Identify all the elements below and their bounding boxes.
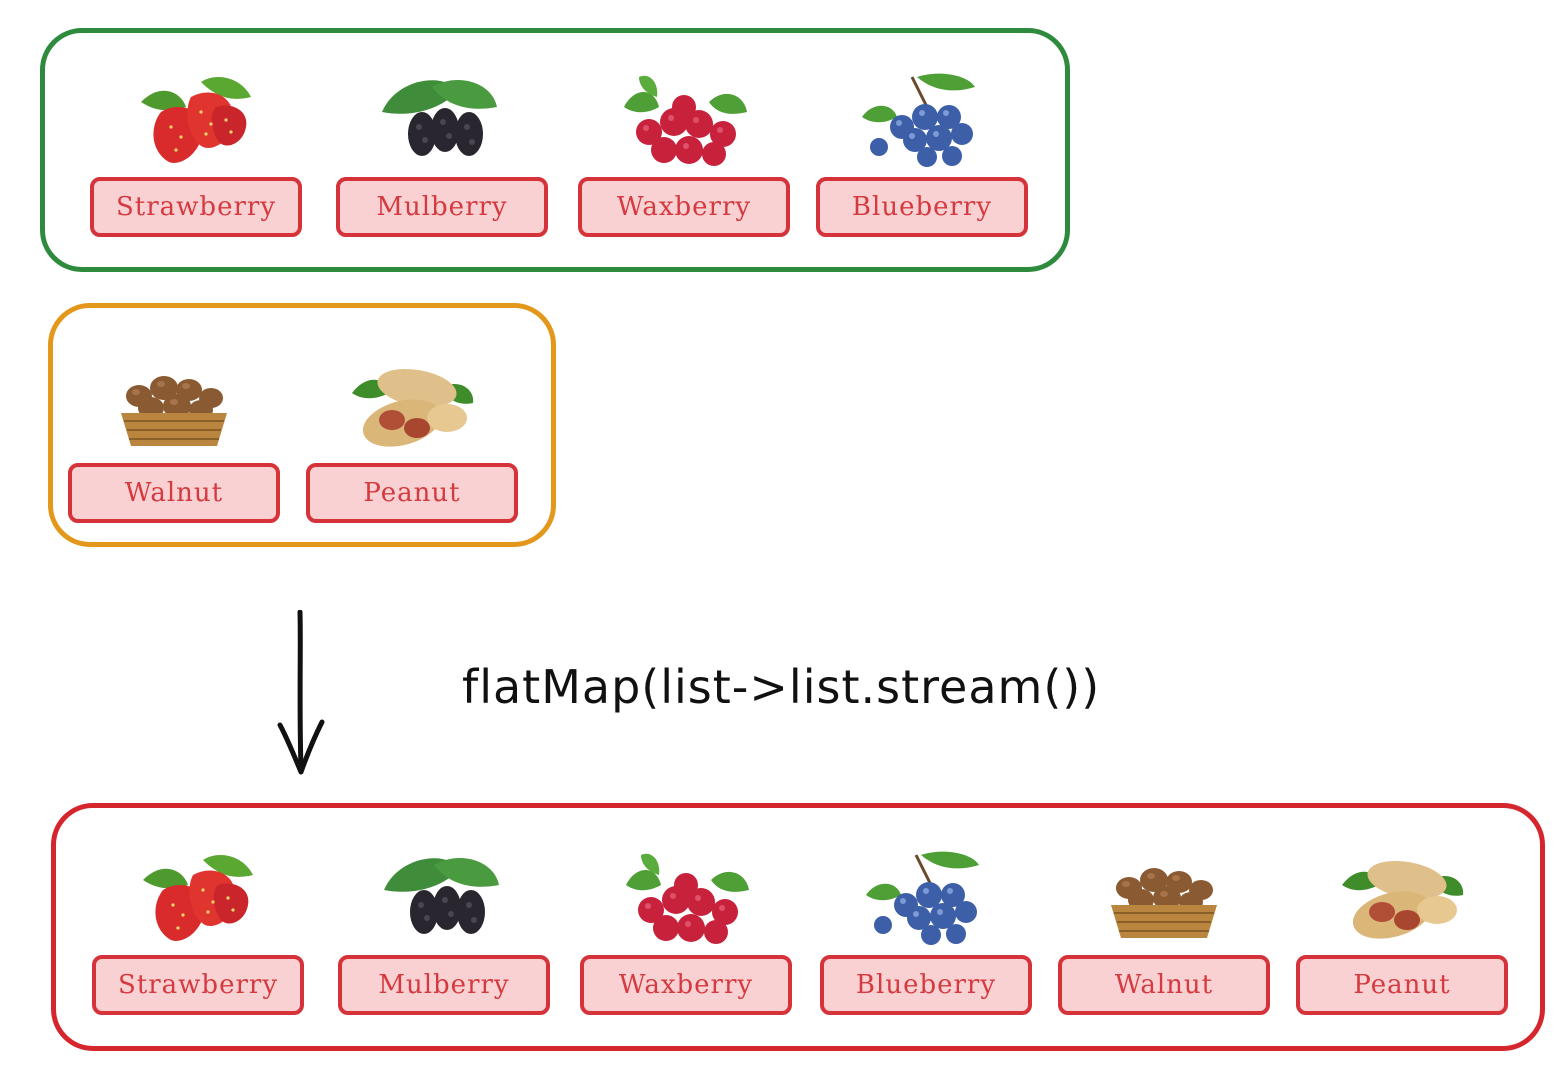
item-label: Peanut [306,463,518,523]
berries-item: Strawberry [90,72,302,237]
peanut-icon [347,358,477,453]
item-label: Strawberry [90,177,302,237]
waxberry-icon [621,850,751,945]
item-label: Peanut [1296,955,1508,1015]
berries-item: Mulberry [336,72,548,237]
item-label: Blueberry [820,955,1032,1015]
berries-group [40,28,1070,272]
peanut-icon [1337,850,1467,945]
walnut-icon [109,358,239,453]
berries-item: Blueberry [816,72,1028,237]
blueberry-icon [857,72,987,167]
item-label: Blueberry [816,177,1028,237]
nuts-item: Peanut [306,358,518,523]
result-group [51,803,1545,1051]
result-item: Peanut [1296,850,1508,1015]
strawberry-icon [131,72,261,167]
item-label: Waxberry [580,955,792,1015]
blueberry-icon [861,850,991,945]
result-item: Waxberry [580,850,792,1015]
item-label: Walnut [1058,955,1270,1015]
result-item: Strawberry [92,850,304,1015]
flatmap-operation-label: flatMap(list->list.stream()) [462,660,1101,714]
item-label: Walnut [68,463,280,523]
mulberry-icon [379,850,509,945]
berries-item: Waxberry [578,72,790,237]
result-item: Blueberry [820,850,1032,1015]
result-item: Walnut [1058,850,1270,1015]
nuts-group [48,303,556,547]
item-label: Mulberry [336,177,548,237]
mulberry-icon [377,72,507,167]
waxberry-icon [619,72,749,167]
item-label: Waxberry [578,177,790,237]
result-item: Mulberry [338,850,550,1015]
walnut-icon [1099,850,1229,945]
item-label: Mulberry [338,955,550,1015]
item-label: Strawberry [92,955,304,1015]
nuts-item: Walnut [68,358,280,523]
down-arrow-icon [277,610,325,775]
strawberry-icon [133,850,263,945]
